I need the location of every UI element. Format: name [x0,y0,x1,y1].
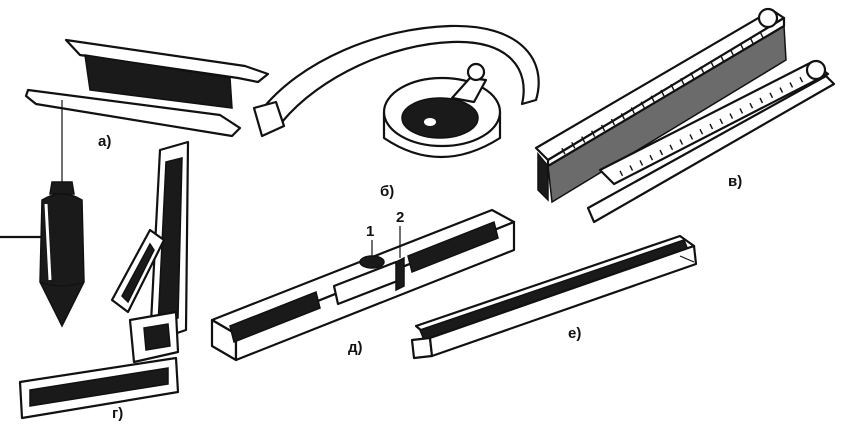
level-slot-right [407,220,499,274]
rule-tick [779,87,784,93]
straightedge [410,234,698,360]
rule-hinge-right [805,59,827,81]
label-b: б) [380,183,394,200]
rule-tick [700,66,705,74]
rule-tick [719,54,725,62]
straightedge-end [410,336,434,360]
rule-tick [679,139,684,145]
rule-tick [650,95,655,103]
rule-tick [739,108,744,114]
level-slot-left [229,290,321,344]
folding-rule [534,7,836,224]
rule-tick [620,112,625,120]
rule-tick [629,165,634,171]
straightedge-side [428,244,698,358]
bob-cap [49,181,75,195]
rule-tick [719,118,724,125]
rule-tick [561,147,566,155]
tape-measure [252,24,540,159]
label-d: д) [348,339,363,356]
rule-tick [669,144,674,151]
rule-tick [581,136,586,143]
level-vial-1 [359,255,385,269]
rule-tick [649,154,654,161]
rule-tick [759,97,764,104]
tape-hook [252,100,286,138]
rule-tick [591,130,596,138]
label-a: а) [98,133,111,150]
rule-tick [709,123,714,130]
label-e: е) [568,325,581,342]
rule-tick [600,124,606,132]
carpenter-square [18,140,190,420]
label-g: г) [112,405,123,422]
rule-tick [749,102,754,109]
rule-tick [610,118,616,126]
label-v: в) [728,173,742,190]
rule-tick [659,149,664,156]
callout-2: 2 [396,209,404,226]
callout-1: 1 [366,223,374,240]
rule-tick [630,107,635,114]
bob-body [39,193,85,328]
tape-crank [450,76,488,104]
rule-tick [749,37,754,44]
rule-tick [699,128,704,135]
level-vial-2 [395,256,405,292]
rule-tick [729,48,734,56]
rule-tick [799,76,804,83]
spool-cord [84,54,233,109]
rule-arm [598,60,830,186]
rule-lower-arm [586,74,836,224]
tape-band [258,24,540,124]
rule-tick [690,72,695,79]
rule-tick [639,160,644,166]
rule-tick [619,170,624,177]
spirit-level [210,208,516,362]
rule-tick [769,92,774,99]
plumb-bob [24,38,270,328]
rule-tick [739,43,744,50]
rule-tick [789,82,794,88]
rule-tick [689,134,694,140]
rule-tick [709,60,715,68]
rule-hinge-top [757,7,779,29]
rule-tick [571,142,576,149]
rule-tick [640,101,645,108]
rule-tick [660,89,665,97]
rule-tick [680,78,685,85]
spool-top-flange [64,38,270,84]
rule-tick [729,113,734,119]
spool-bottom-flange [24,88,242,138]
rule-tick [759,31,764,39]
tape-case-center [401,97,479,139]
crank-knob [466,62,486,82]
rule-segment-1 [534,8,786,162]
rule-tick [670,83,675,91]
